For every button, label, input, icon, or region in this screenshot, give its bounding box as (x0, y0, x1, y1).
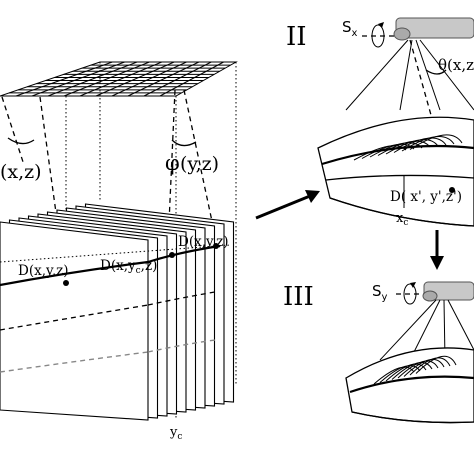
xc-label: xc (396, 211, 408, 228)
svg-text:Sx: Sx (342, 18, 358, 39)
d-prime-label: D( x', y',z') (390, 189, 462, 205)
phi-xz-beam (1, 96, 67, 286)
phi-xz-label: (x,z) (0, 161, 42, 183)
svg-text:Sy: Sy (372, 282, 388, 303)
probe-ii (393, 17, 474, 41)
d-xyz-left-label: D(x,y,z) (18, 263, 69, 279)
d-xyz-right-label: D(x,y,z) (178, 234, 229, 250)
fan-ii (317, 39, 474, 227)
d-xycz-label: D(x,yc,z) (100, 258, 157, 276)
probe-iii (422, 281, 474, 302)
arrow-to-iii (430, 230, 444, 270)
sy-rotation-icon (396, 282, 424, 305)
svg-text:D(x,yc,z): D(x,yc,z) (100, 258, 157, 276)
svg-text:(y,z): (y,z) (180, 153, 219, 175)
panel-iii-label: III (283, 282, 314, 312)
data-points (63, 243, 219, 286)
yc-label: yc (169, 425, 182, 442)
sy-label: Sy (372, 282, 388, 303)
front-slice (0, 221, 231, 421)
svg-text:φ: φ (165, 151, 180, 175)
svg-text:yc: yc (169, 425, 182, 442)
theta-label: θ(x,z) (438, 56, 474, 74)
sx-rotation-icon (362, 22, 394, 48)
arrow-to-ii (255, 190, 320, 220)
phi-yz-label: φ (y,z) (165, 151, 219, 175)
panel-ii-label: II (286, 22, 307, 52)
projection-lines (65, 62, 237, 420)
fan-iii (345, 299, 474, 424)
svg-text:xc: xc (396, 211, 408, 228)
top-grid-plane (0, 61, 238, 97)
sx-label: Sx (342, 18, 358, 39)
